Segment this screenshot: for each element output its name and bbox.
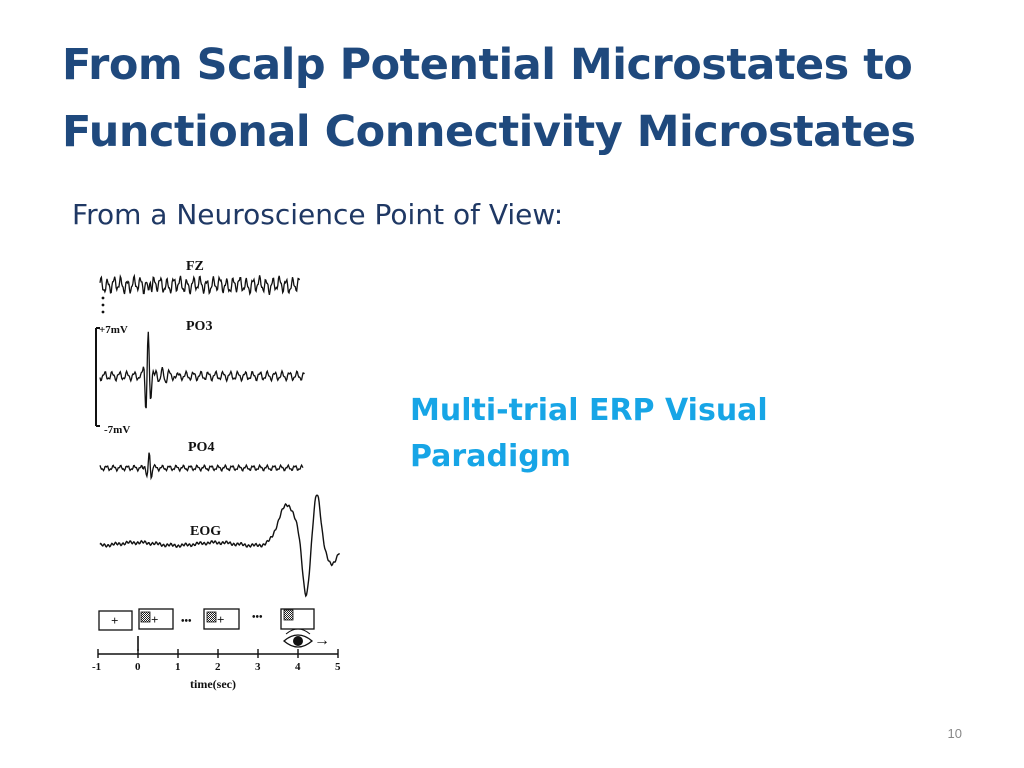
sequence-ellipsis-1: ••• [181,616,192,627]
channel-continuation-dots [101,296,105,314]
trace-eog [99,494,340,598]
amplitude-scale-bar [95,327,100,427]
sequence-ellipsis-2: ••• [252,612,263,623]
fixation-plus: + [111,613,118,628]
slide-subtitle: From a Neuroscience Point of View: [72,198,564,231]
time-axis-label: time(sec) [190,677,236,691]
time-axis-tick-label: 5 [335,661,341,673]
scale-top-label: +7mV [99,324,128,336]
time-axis-tick-label: 0 [135,661,141,673]
slide-title: From Scalp Potential Microstates to Func… [62,32,1002,166]
time-axis-tick-label: 3 [255,661,261,673]
paradigm-label: Multi-trial ERP Visual Paradigm [410,388,850,480]
eye-movement-arrow: → [314,632,330,649]
channel-label-eog: EOG [190,524,221,539]
page-number: 10 [947,726,962,741]
trace-po4 [99,452,304,481]
stimulus-plus-2: + [217,612,224,627]
paradigm-label-line-1: Multi-trial ERP Visual [410,393,768,428]
time-axis-tick-label: 4 [295,661,301,673]
title-line-1: From Scalp Potential Microstates to [62,40,913,90]
eye-icon [283,628,313,648]
checker-stimulus-icon [283,609,294,621]
time-axis-tick-label: -1 [92,661,101,673]
checker-stimulus-icon [140,611,151,623]
time-axis-tick-label: 1 [175,661,181,673]
trace-po3 [99,331,305,409]
paradigm-label-line-2: Paradigm [410,439,571,474]
channel-label-po3: PO3 [186,319,212,334]
channel-label-po4: PO4 [188,440,214,455]
title-line-2: Functional Connectivity Microstates [62,107,916,157]
scale-bottom-label: -7mV [104,424,130,436]
trace-fz [99,273,301,296]
stimulus-plus-1: + [151,612,158,627]
time-axis-tick-label: 2 [215,661,221,673]
fixation-box [98,610,133,631]
checker-stimulus-icon [206,611,217,623]
time-axis-ticks: -1 0 1 2 3 4 5 [92,649,341,673]
channel-label-fz: FZ [186,259,204,274]
stimulus-sequence: + + ••• + ••• [98,608,315,631]
